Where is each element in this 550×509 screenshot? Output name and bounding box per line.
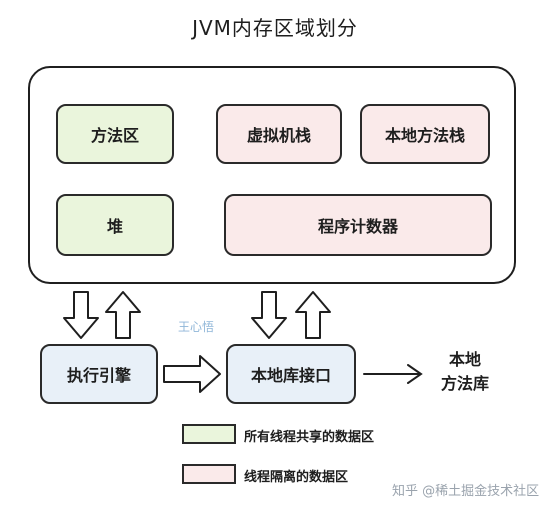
arrow-down-to-interface [251,291,287,339]
execution-engine-box: 执行引擎 [40,344,158,404]
watermark-center: 王心悟 [178,320,215,334]
arrow-up-from-engine [105,291,141,339]
heap-label: 堆 [106,217,123,236]
arrow-up-from-interface [295,291,331,339]
program-counter-box: 程序计数器 [224,194,492,256]
native-interface-box: 本地库接口 [226,344,356,404]
legend-isolated-swatch [182,464,236,484]
native-library-line-1: 本地 [448,350,481,369]
vm-stack-label: 虚拟机栈 [246,126,311,145]
watermark-bottom: 知乎 @稀土掘金技术社区 [392,484,540,499]
execution-engine-label: 执行引擎 [66,366,131,385]
diagram-title: JVM内存区域划分 [192,16,358,40]
heap-box: 堆 [56,194,174,256]
vm-stack-box: 虚拟机栈 [216,104,342,164]
legend-isolated-label: 线程隔离的数据区 [244,470,349,485]
runtime-data-area [28,66,516,284]
native-interface-label: 本地库接口 [250,366,331,385]
program-counter-label: 程序计数器 [317,217,398,236]
method-area-label: 方法区 [90,126,139,145]
legend-shared-swatch [182,424,236,444]
native-method-stack-box: 本地方法栈 [360,104,490,164]
legend-shared-label: 所有线程共享的数据区 [244,430,375,445]
arrow-engine-to-interface [163,355,221,393]
arrow-down-to-engine [63,291,99,339]
native-method-stack-label: 本地方法栈 [384,126,465,145]
method-area-box: 方法区 [56,104,174,164]
native-library-label: 本地 方法库 [430,348,500,396]
native-library-line-2: 方法库 [440,374,489,393]
